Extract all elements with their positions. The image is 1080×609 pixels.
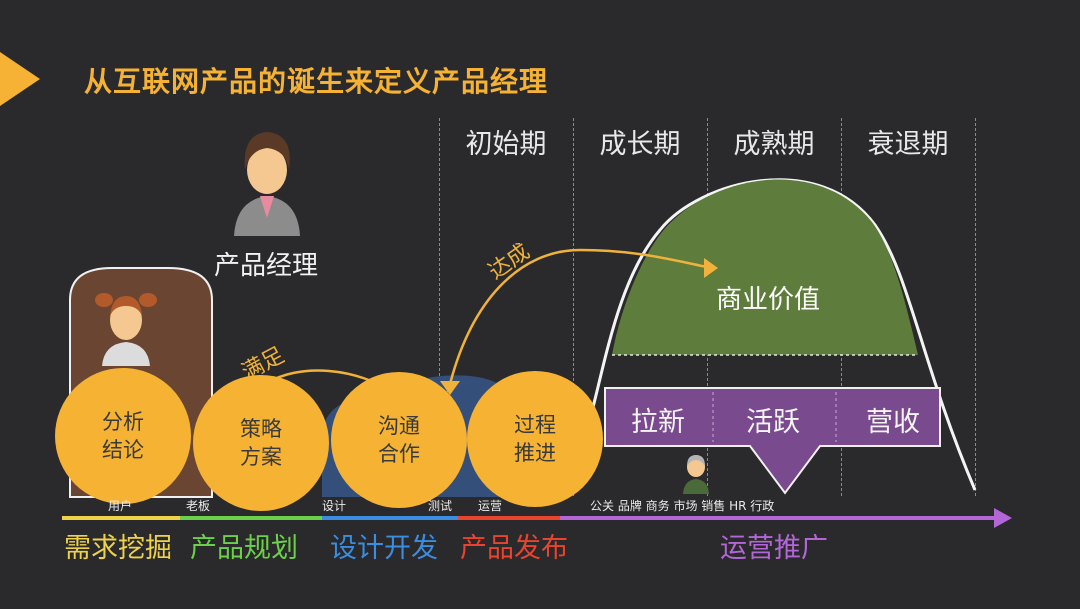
stage-demand-mining: 需求挖掘: [64, 533, 172, 564]
operator-avatar-icon: [683, 455, 709, 494]
phase-divider: [975, 118, 976, 496]
growth-item-active: 活跃: [746, 407, 800, 438]
phase-growth: 成长期: [599, 129, 681, 160]
role-operations: 运营: [478, 499, 503, 513]
phase-divider: [573, 118, 574, 496]
role-test: 测试: [428, 499, 453, 513]
stage-operations-promotion: 运营推广: [720, 533, 828, 564]
page-title: 从互联网产品的诞生来定义产品经理: [84, 65, 549, 98]
role-design: 设计: [322, 499, 347, 513]
phase-decline: 衰退期: [867, 129, 949, 160]
product-manager-label: 产品经理: [214, 251, 319, 281]
skill-strategy-circle: 策略 方案: [193, 375, 329, 511]
satisfy-arrowhead: [440, 381, 460, 395]
user-avatar-icon: [95, 293, 157, 366]
timeline-arrowhead: [994, 508, 1012, 528]
stage-product-release: 产品发布: [460, 533, 568, 564]
growth-band: [604, 387, 941, 495]
growth-item-revenue: 营收: [866, 407, 920, 438]
skill-process-circle: 过程 推进: [467, 371, 603, 507]
stage-product-planning: 产品规划: [190, 533, 298, 564]
achieve-arrow: [446, 248, 713, 393]
commercial-value-label: 商业价值: [716, 285, 821, 315]
commercial-value-area: [612, 179, 918, 355]
achieve-arrowhead: [704, 258, 718, 278]
phase-initial: 初始期: [465, 129, 547, 160]
skill-analysis-circle: 分析 结论: [55, 368, 191, 504]
role-boss: 老板: [186, 499, 211, 513]
growth-item-acquire: 拉新: [631, 407, 685, 438]
role-support-teams: 公关 品牌 商务 市场 销售 HR 行政: [590, 499, 775, 513]
product-manager-avatar-icon: [234, 132, 300, 236]
stage-design-dev: 设计开发: [330, 533, 438, 564]
phase-mature: 成熟期: [733, 129, 815, 160]
accent-triangle-icon: [0, 52, 40, 106]
role-user: 用户: [108, 499, 133, 513]
phase-divider: [439, 118, 440, 496]
skill-communication-circle: 沟通 合作: [331, 372, 467, 508]
